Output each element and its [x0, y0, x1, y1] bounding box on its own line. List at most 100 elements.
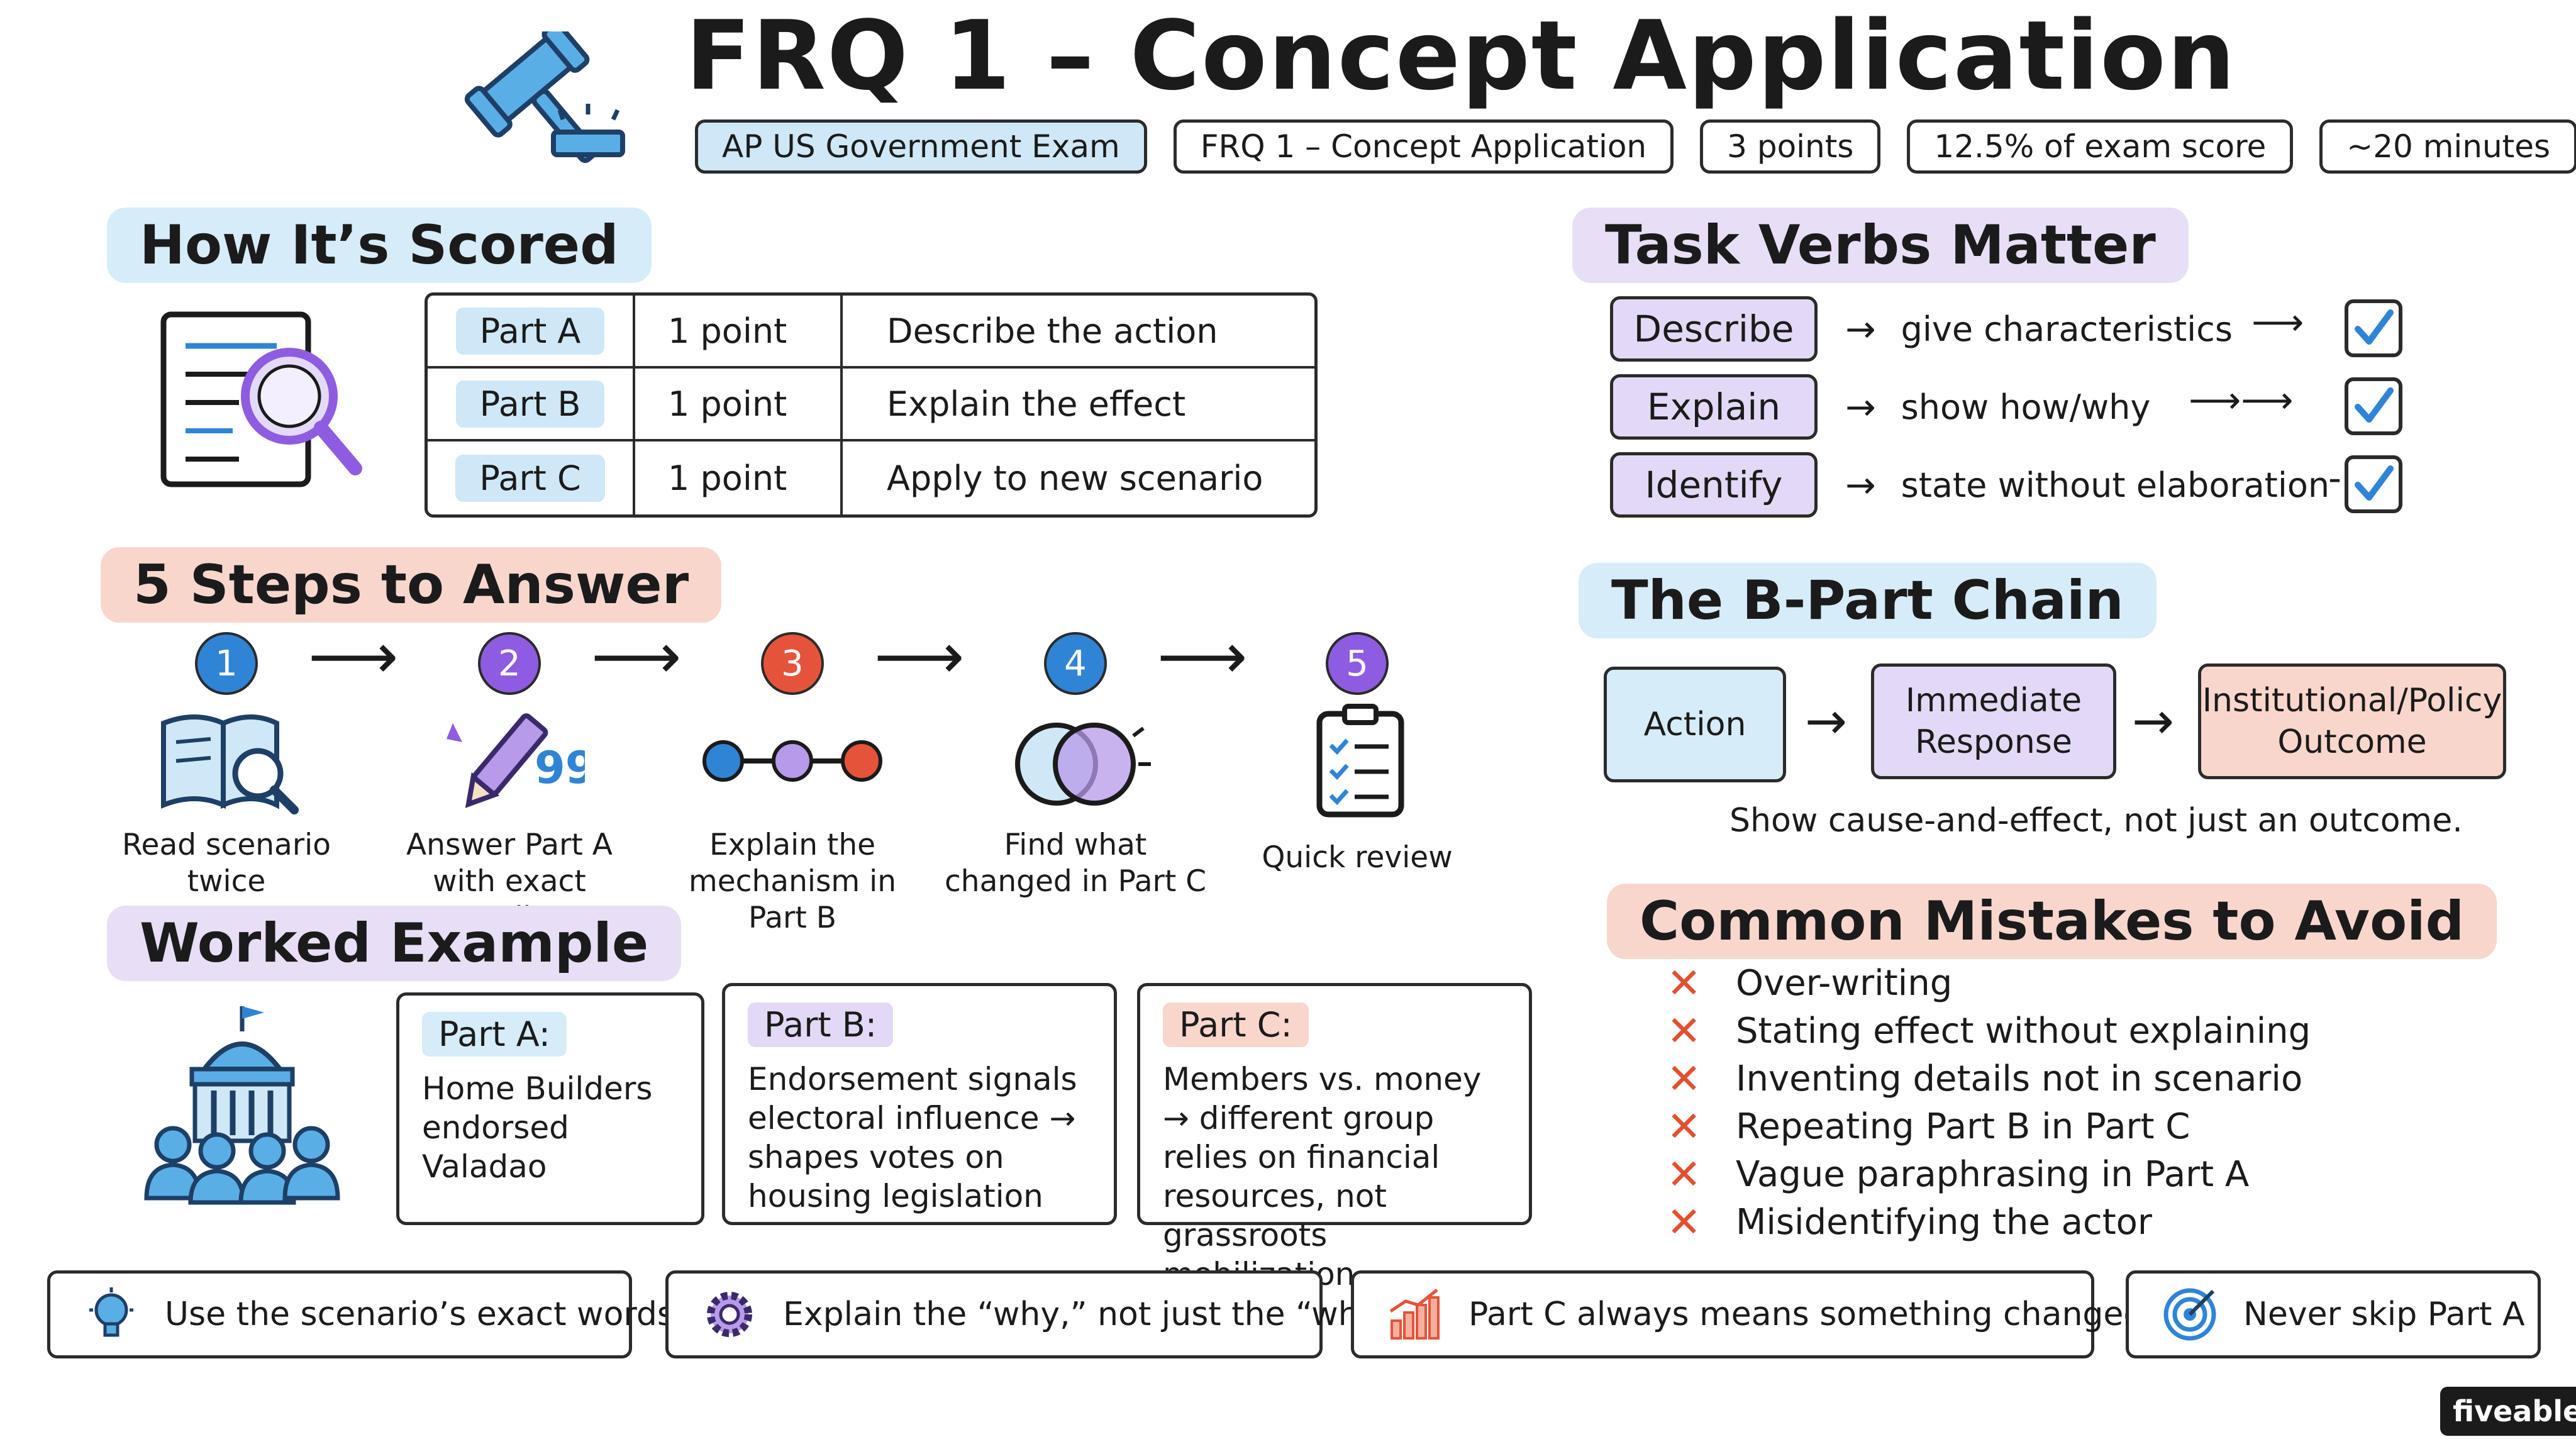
gear-icon [701, 1286, 758, 1343]
chain-caption: Show cause-and-effect, not just an outco… [1729, 802, 2463, 840]
arrow-icon: ⟶ [2251, 301, 2304, 343]
x-icon: ✕ [1667, 1102, 1702, 1151]
arrow-icon: → [2132, 692, 2175, 750]
example-part-c: Part C: Members vs. money → different gr… [1137, 983, 1532, 1292]
bar-chart-icon [1387, 1286, 1443, 1343]
example-tag: Part C: [1163, 1002, 1309, 1047]
example-text: Home Builders endorsed Valadao [422, 1070, 653, 1185]
mistake-text: Misidentifying the actor [1736, 1201, 2152, 1243]
step-number: 4 [1044, 632, 1107, 695]
list-item: ✕ Inventing details not in scenario [1667, 1054, 2311, 1103]
tip-text: Use the scenario’s exact words [165, 1296, 674, 1333]
chain-box-response: Immediate Response [1871, 663, 2116, 779]
example-tag: Part B: [748, 1002, 894, 1047]
x-icon: ✕ [1667, 958, 1702, 1008]
example-part-b: Part B: Endorsement signals electoral in… [722, 983, 1117, 1225]
points-cell: 1 point [635, 296, 843, 366]
chain-heading: The B-Part Chain [1579, 563, 2157, 638]
document-search-icon [157, 308, 371, 497]
points-cell: 1 point [635, 441, 843, 514]
verbs-heading: Task Verbs Matter [1572, 208, 2189, 283]
checkbox-checked-icon [2345, 299, 2402, 357]
checkbox-checked-icon [2345, 455, 2402, 513]
tip-exact-words: Use the scenario’s exact words [47, 1270, 674, 1358]
chip-points: 3 points [1700, 119, 1881, 174]
x-icon: ✕ [1667, 1150, 1702, 1199]
list-item: ✕ Vague paraphrasing in Part A [1667, 1150, 2311, 1199]
chain-box-action: Action [1604, 667, 1786, 782]
mistake-text: Stating effect without explaining [1736, 1010, 2311, 1052]
verb-meaning: give characteristics [1901, 309, 2233, 349]
description-cell: Explain the effect [887, 384, 1186, 424]
mistakes-list: ✕ Over-writing ✕ Stating effect without ex… [1667, 959, 2311, 1246]
arrow-icon: → [1845, 464, 1876, 506]
scoring-table: Part A 1 point Describe the action Part … [425, 292, 1318, 518]
arrow-icon: ⟶⟶ [2189, 379, 2294, 421]
step-label: Find what changed in Part C [944, 828, 1207, 899]
arrow-icon: ⟶ [591, 619, 682, 693]
step-number: 1 [195, 632, 258, 695]
chain-box-outcome: Institutional/Policy Outcome [2198, 663, 2506, 779]
target-icon [2162, 1286, 2218, 1343]
arrow-icon: ⟶ [1157, 619, 1248, 693]
mistakes-heading: Common Mistakes to Avoid [1607, 884, 2497, 959]
list-item: ✕ Stating effect without explaining [1667, 1007, 2311, 1055]
mistake-text: Repeating Part B in Part C [1736, 1106, 2190, 1147]
scored-heading: How It’s Scored [107, 208, 652, 283]
verb-explain: Explain [1610, 374, 1818, 440]
example-tag: Part A: [422, 1012, 567, 1057]
list-item: ✕Misidentifying the actor [1667, 1198, 2311, 1246]
arrow-icon: ⟶ [874, 619, 965, 693]
step-1: 1 Read scenario twice [94, 632, 358, 900]
tip-part-c: Part C always means something changed [1351, 1270, 2144, 1358]
arrow-icon: ⟶ [308, 619, 399, 693]
step-label: Quick review [1262, 840, 1453, 875]
verb-row-explain: Explain → show how/why ⟶⟶ [1610, 372, 2415, 441]
tip-text: Never skip Part A [2243, 1296, 2525, 1333]
steps-heading: 5 Steps to Answer [101, 547, 722, 623]
verb-identify: Identify [1610, 452, 1818, 518]
tip-text: Explain the “why,” not just the “what” [783, 1296, 1409, 1333]
description-cell: Describe the action [887, 311, 1218, 351]
svg-text:99: 99 [535, 742, 585, 794]
chip-exam: AP US Government Exam [695, 119, 1147, 174]
table-row: Part A 1 point Describe the action [428, 296, 1314, 369]
tip-text: Part C always means something changed [1468, 1296, 2145, 1333]
checkbox-checked-icon [2345, 377, 2402, 435]
x-icon: ✕ [1667, 1006, 1702, 1055]
verb-row-describe: Describe → give characteristics ⟶ [1610, 294, 2415, 364]
step-5: 5 Quick review [1225, 632, 1489, 876]
chip-weight: 12.5% of exam score [1907, 119, 2294, 174]
step-4: 4 Find what changed in Part C [943, 632, 1208, 900]
info-chips: AP US Government Exam FRQ 1 – Concept Ap… [695, 119, 2576, 174]
chip-frq: FRQ 1 – Concept Application [1173, 119, 1674, 174]
page-title: FRQ 1 – Concept Application [686, 0, 2236, 111]
verb-meaning: state without elaboration [1901, 465, 2330, 505]
chain-nodes-icon [660, 695, 924, 827]
list-item: ✕ Over-writing [1667, 958, 2311, 1008]
lightbulb-icon [83, 1286, 140, 1343]
mistake-text: Vague paraphrasing in Part A [1736, 1153, 2250, 1195]
dash-icon: - [2328, 457, 2341, 499]
step-number: 5 [1326, 632, 1389, 695]
step-label: Read scenario twice [121, 828, 331, 899]
tip-never-skip: Never skip Part A [2126, 1270, 2541, 1358]
example-part-a: Part A: Home Builders endorsed Valadao [396, 992, 704, 1225]
mistake-text: Inventing details not in scenario [1736, 1058, 2303, 1099]
part-label: Part C [455, 454, 605, 502]
example-text: Endorsement signals electoral influence … [748, 1061, 1077, 1214]
checklist-icon [1225, 695, 1489, 827]
capitol-people-icon [135, 1000, 349, 1208]
verb-meaning: show how/why [1901, 387, 2151, 427]
book-magnifier-icon [94, 695, 358, 827]
step-number: 3 [761, 632, 824, 695]
step-3: 3 Explain the mechanism in Part B [660, 632, 924, 936]
part-label: Part A [455, 307, 605, 355]
x-icon: ✕ [1667, 1054, 1702, 1103]
pencil-quote-icon: 99 [377, 695, 641, 827]
arrow-icon: → [1805, 692, 1848, 750]
mistake-text: Over-writing [1736, 962, 1953, 1004]
step-label: Explain the mechanism in Part B [688, 828, 897, 935]
table-row: Part B 1 point Explain the effect [428, 369, 1314, 441]
points-cell: 1 point [635, 369, 843, 439]
